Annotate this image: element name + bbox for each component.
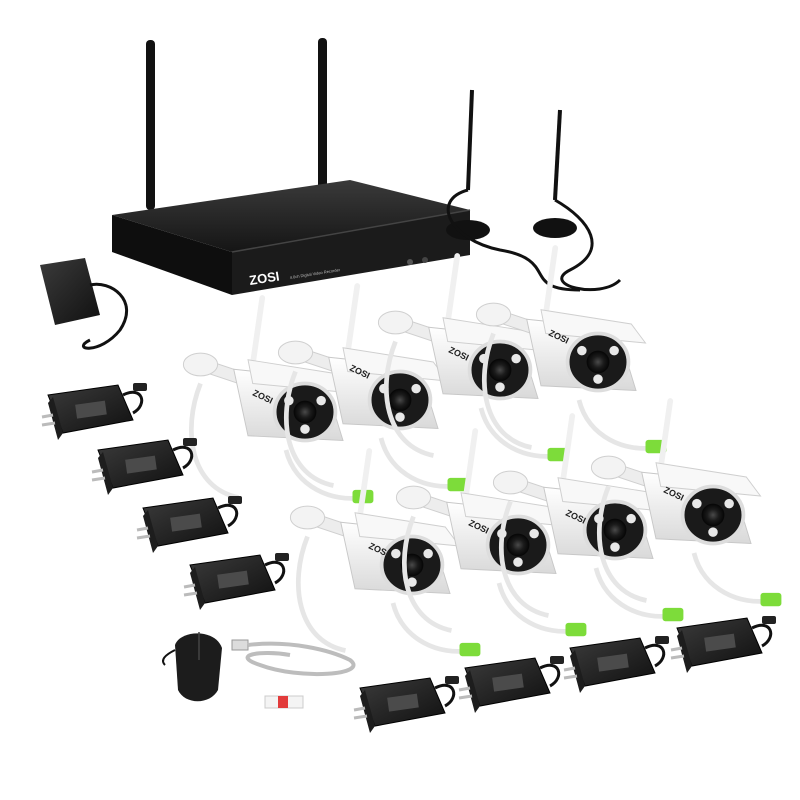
camera-power-adapter-4	[182, 551, 291, 612]
camera-power-adapter-2	[90, 436, 199, 497]
camera-power-adapter-6	[457, 654, 566, 715]
nvr-antenna-right	[318, 38, 327, 208]
nvr-antenna-left	[146, 40, 155, 210]
nvr-recorder: ZOSI 4.0ch Digital Video Recorder	[112, 180, 471, 295]
camera-4: ZOSI	[476, 248, 666, 453]
camera-6: ZOSI	[396, 431, 586, 636]
camera-2: ZOSI	[278, 286, 468, 491]
usb-mouse-icon	[162, 632, 222, 702]
camera-power-adapter-8	[669, 614, 778, 675]
screw-pack-icon	[264, 695, 304, 709]
camera-1: ZOSI	[183, 298, 373, 503]
camera-power-adapter-5	[352, 674, 461, 735]
nvr-button-icon	[422, 257, 428, 263]
nvr-power-led-icon	[407, 259, 413, 265]
camera-power-adapter-7	[562, 634, 671, 695]
camera-power-adapter-3	[135, 494, 244, 555]
camera-7: ZOSI	[493, 416, 683, 621]
antenna-with-cable-2	[533, 109, 622, 292]
nvr-power-adapter	[40, 258, 128, 350]
camera-3: ZOSI	[378, 256, 568, 461]
ethernet-cable-icon	[231, 639, 356, 677]
camera-5: ZOSI	[290, 451, 480, 656]
nvr-brand-label: ZOSI	[248, 268, 280, 288]
camera-power-adapter-1	[40, 381, 149, 442]
camera-8: ZOSI	[591, 401, 781, 606]
